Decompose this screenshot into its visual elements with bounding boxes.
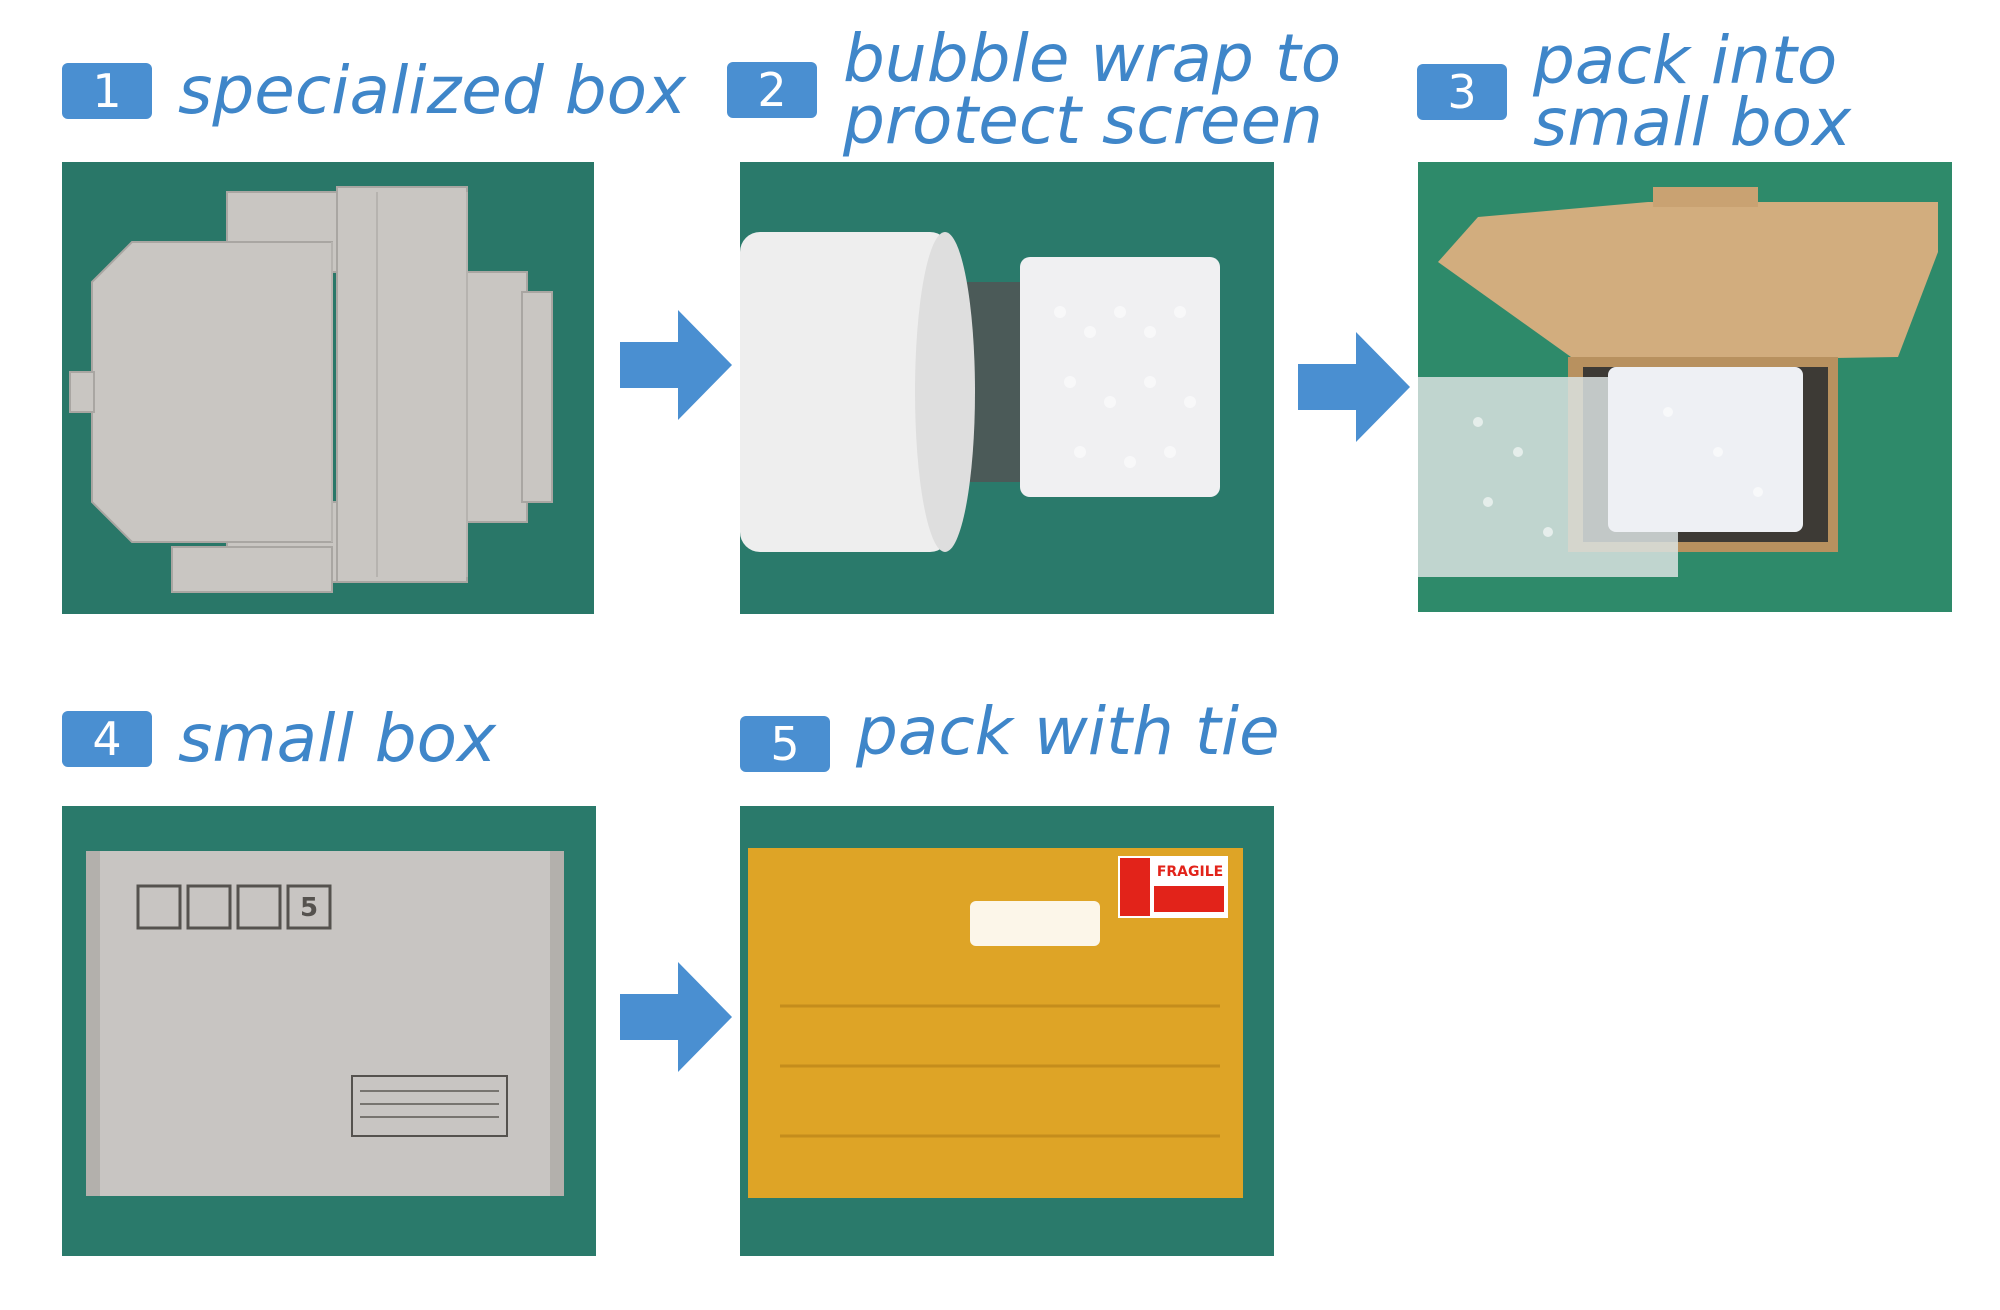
step-2-photo-bubble-wrap bbox=[740, 162, 1274, 614]
step-1-caption: specialized box bbox=[178, 52, 687, 129]
step-5-badge: 5 bbox=[740, 716, 830, 772]
step-1-caption-line-1: specialized box bbox=[178, 52, 687, 129]
step-3-caption: pack into small box bbox=[1533, 22, 1852, 161]
step-3-caption-line-1: pack into bbox=[1533, 22, 1838, 99]
step-1-badge: 1 bbox=[62, 63, 152, 119]
step-1-photo-flat-box bbox=[62, 162, 594, 614]
step-5-caption: pack with tie bbox=[856, 693, 1280, 770]
fragile-sticker-text: FRAGILE bbox=[1157, 864, 1223, 880]
step-1-header: 1 specialized box bbox=[62, 52, 687, 129]
step-3-badge: 3 bbox=[1417, 64, 1507, 120]
handling-symbols-icon bbox=[136, 884, 332, 930]
step-4-caption-line-1: small box bbox=[178, 700, 497, 777]
step-4-caption: small box bbox=[178, 700, 497, 777]
step-2-header: 2 bubble wrap to protect screen bbox=[727, 20, 1342, 159]
step-4-photo-small-box: 5 bbox=[62, 806, 596, 1256]
step-3-header: 3 pack into small box bbox=[1417, 22, 1852, 161]
arrow-right-icon bbox=[620, 962, 732, 1076]
step-2-badge: 2 bbox=[727, 62, 817, 118]
step-4-header: 4 small box bbox=[62, 700, 497, 777]
stack-limit-mark: 5 bbox=[300, 893, 318, 923]
step-5-header: 5 pack with tie bbox=[740, 692, 1280, 772]
step-3-photo-pack-small-box bbox=[1418, 162, 1952, 612]
step-2-caption: bubble wrap to protect screen bbox=[843, 20, 1342, 159]
arrow-right-icon bbox=[1298, 332, 1410, 446]
arrow-right-icon bbox=[620, 310, 732, 424]
step-2-caption-line-1: bubble wrap to bbox=[843, 20, 1342, 97]
step-5-photo-taped-box: FRAGILE bbox=[740, 806, 1274, 1256]
step-2-caption-line-2: protect screen bbox=[843, 82, 1323, 159]
step-3-caption-line-2: small box bbox=[1533, 84, 1852, 161]
step-5-caption-line-1: pack with tie bbox=[856, 693, 1280, 770]
step-4-badge: 4 bbox=[62, 711, 152, 767]
